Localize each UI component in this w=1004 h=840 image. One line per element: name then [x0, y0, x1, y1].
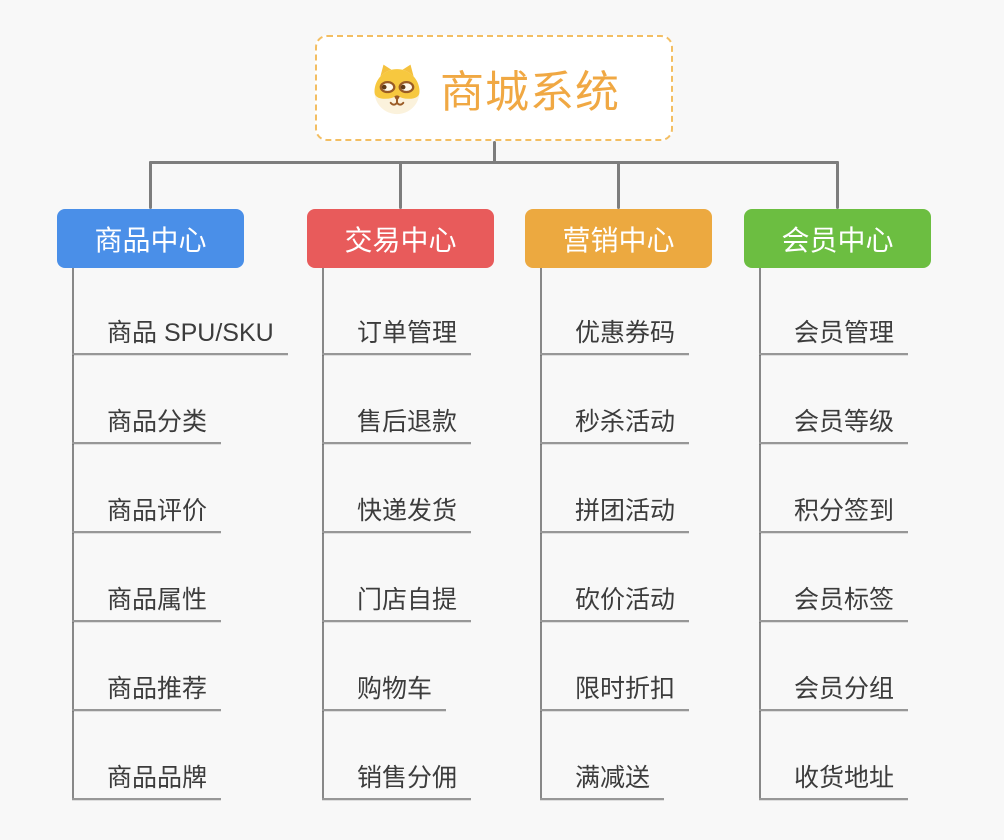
leaf-node-marketing-center-4[interactable]: 限时折扣 — [540, 671, 690, 711]
branch-node-product-center[interactable]: 商品中心 — [57, 209, 244, 268]
branch-spine-line-trade-center — [322, 268, 324, 800]
leaf-node-product-center-1[interactable]: 商品分类 — [72, 404, 222, 444]
leaf-node-trade-center-5[interactable]: 销售分佣 — [322, 760, 472, 800]
branch-node-marketing-center[interactable]: 营销中心 — [525, 209, 712, 268]
branch-spine-line-member-center — [759, 268, 761, 800]
branch-label: 商品中心 — [94, 224, 207, 256]
branch-spine-line-product-center — [72, 268, 74, 800]
leaf-node-trade-center-1[interactable]: 售后退款 — [322, 404, 472, 444]
connector-drop-line-2 — [617, 161, 620, 209]
root-node[interactable]: 商城系统 — [315, 35, 673, 141]
leaf-node-marketing-center-0[interactable]: 优惠券码 — [540, 315, 690, 355]
leaf-node-trade-center-3[interactable]: 门店自提 — [322, 582, 472, 622]
leaf-node-product-center-5[interactable]: 商品品牌 — [72, 760, 222, 800]
leaf-node-marketing-center-2[interactable]: 拼团活动 — [540, 493, 690, 533]
dog-face-icon — [368, 61, 426, 115]
leaf-node-trade-center-0[interactable]: 订单管理 — [322, 315, 472, 355]
leaf-node-marketing-center-3[interactable]: 砍价活动 — [540, 582, 690, 622]
branch-spine-line-marketing-center — [540, 268, 542, 800]
leaf-node-product-center-2[interactable]: 商品评价 — [72, 493, 222, 533]
branch-label: 营销中心 — [562, 224, 675, 256]
leaf-node-marketing-center-1[interactable]: 秒杀活动 — [540, 404, 690, 444]
connector-drop-line-3 — [836, 161, 839, 209]
leaf-node-member-center-3[interactable]: 会员标签 — [759, 582, 909, 622]
leaf-node-marketing-center-5[interactable]: 满减送 — [540, 760, 665, 800]
connector-root-stub — [492, 141, 496, 164]
branch-node-member-center[interactable]: 会员中心 — [744, 209, 931, 268]
leaf-node-product-center-3[interactable]: 商品属性 — [72, 582, 222, 622]
root-title: 商城系统 — [440, 68, 620, 117]
leaf-node-member-center-2[interactable]: 积分签到 — [759, 493, 909, 533]
leaf-node-member-center-1[interactable]: 会员等级 — [759, 404, 909, 444]
connector-drop-line-0 — [149, 161, 152, 209]
leaf-node-product-center-4[interactable]: 商品推荐 — [72, 671, 222, 711]
leaf-node-trade-center-4[interactable]: 购物车 — [322, 671, 447, 711]
connector-drop-line-1 — [399, 161, 402, 209]
leaf-node-member-center-0[interactable]: 会员管理 — [759, 315, 909, 355]
branch-label: 交易中心 — [344, 224, 457, 256]
leaf-node-product-center-0[interactable]: 商品 SPU/SKU — [72, 315, 288, 355]
leaf-node-trade-center-2[interactable]: 快递发货 — [322, 493, 472, 533]
leaf-node-member-center-4[interactable]: 会员分组 — [759, 671, 909, 711]
connector-bus-line — [149, 161, 839, 164]
branch-label: 会员中心 — [781, 224, 894, 256]
leaf-node-member-center-5[interactable]: 收货地址 — [759, 760, 909, 800]
branch-node-trade-center[interactable]: 交易中心 — [307, 209, 494, 268]
